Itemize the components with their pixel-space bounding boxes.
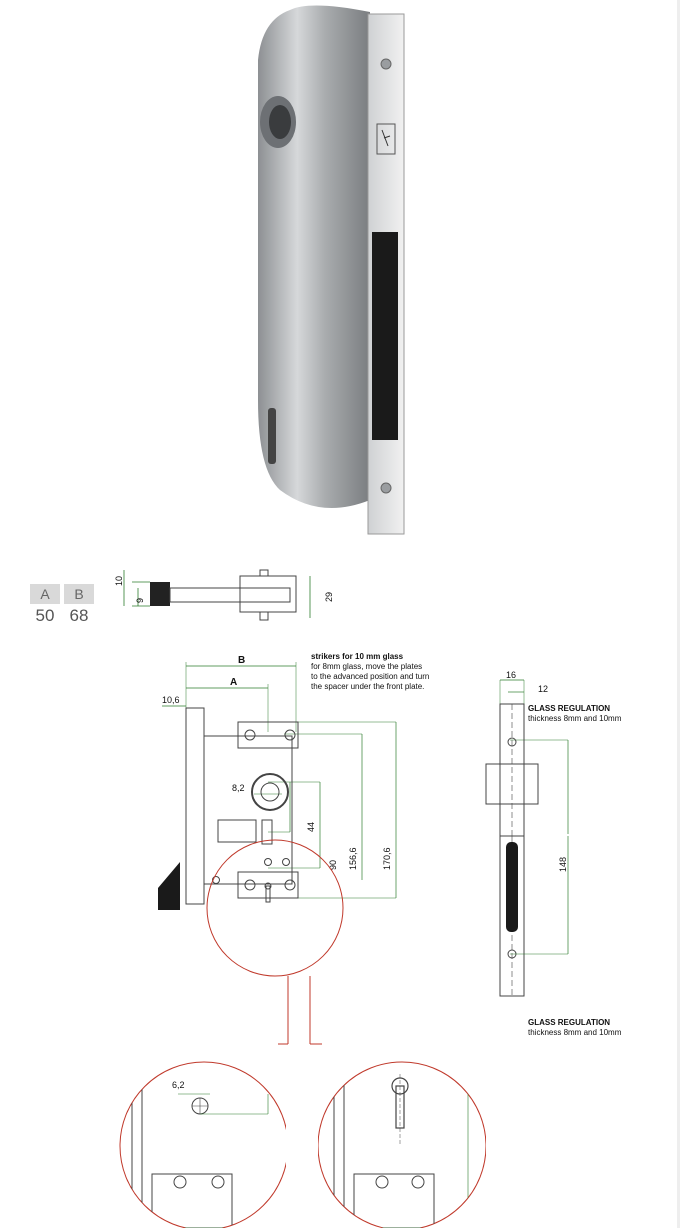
dim-156-6: 156,6: [348, 847, 358, 870]
note-line-3: to the advanced position and turn: [311, 672, 430, 681]
dimension-table-values: 50 68: [30, 606, 94, 626]
striker-note: strikers for 10 mm glass for 8mm glass, …: [311, 652, 429, 692]
dimension-table: A B 50 68: [30, 584, 94, 626]
value-a: 50: [35, 606, 55, 625]
dimension-table-header: A B: [30, 584, 94, 604]
front-view-drawing: B A 10,6 8,2 44 90 156,6 170,6: [158, 655, 397, 910]
dim-90: 90: [328, 860, 338, 870]
dim-44: 44: [306, 822, 316, 832]
note-line-2: for 8mm glass, move the plates: [311, 662, 423, 671]
dim-8-2: 8,2: [232, 783, 245, 793]
detail-dim-6-2: 6,2: [172, 1080, 185, 1090]
glass-regulation-bottom-note: GLASS REGULATION thickness 8mm and 10mm: [528, 1018, 621, 1038]
label-a: A: [230, 677, 237, 688]
dim-170-6: 170,6: [382, 847, 392, 870]
detail-connector-lines: [278, 976, 322, 1045]
note-line-1: strikers for 10 mm glass: [311, 652, 404, 661]
detail-circle-right: [318, 1061, 486, 1228]
page-edge: [677, 0, 680, 1228]
top-dim-10: 10: [114, 576, 124, 586]
glass-regulation-top-title: GLASS REGULATION: [528, 704, 611, 713]
top-dim-29: 29: [324, 592, 334, 602]
note-line-4: the spacer under the front plate.: [311, 682, 425, 691]
side-dim-16: 16: [506, 670, 516, 680]
glass-regulation-bottom-title: GLASS REGULATION: [528, 1018, 611, 1027]
dim-10-6: 10,6: [162, 695, 180, 705]
label-b: B: [238, 655, 245, 666]
glass-regulation-bottom-sub: thickness 8mm and 10mm: [528, 1028, 622, 1037]
value-b: 68: [69, 606, 89, 625]
top-view-drawing: 10 9 29: [114, 569, 334, 621]
glass-regulation-top-sub: thickness 8mm and 10mm: [528, 714, 622, 723]
detail-circle-left: 6,2: [119, 1061, 286, 1228]
header-b: B: [64, 584, 94, 604]
detail-magnifier-circle: [206, 839, 344, 977]
side-dim-148: 148: [558, 857, 568, 872]
top-dim-9: 9: [135, 598, 145, 603]
side-dim-12: 12: [538, 684, 548, 694]
side-view-lower: 148: [499, 836, 569, 997]
side-view-drawing: 16 12: [485, 670, 569, 836]
header-a: A: [30, 584, 60, 604]
glass-regulation-top-note: GLASS REGULATION thickness 8mm and 10mm: [528, 704, 621, 724]
lock-product-photo: [258, 5, 405, 535]
